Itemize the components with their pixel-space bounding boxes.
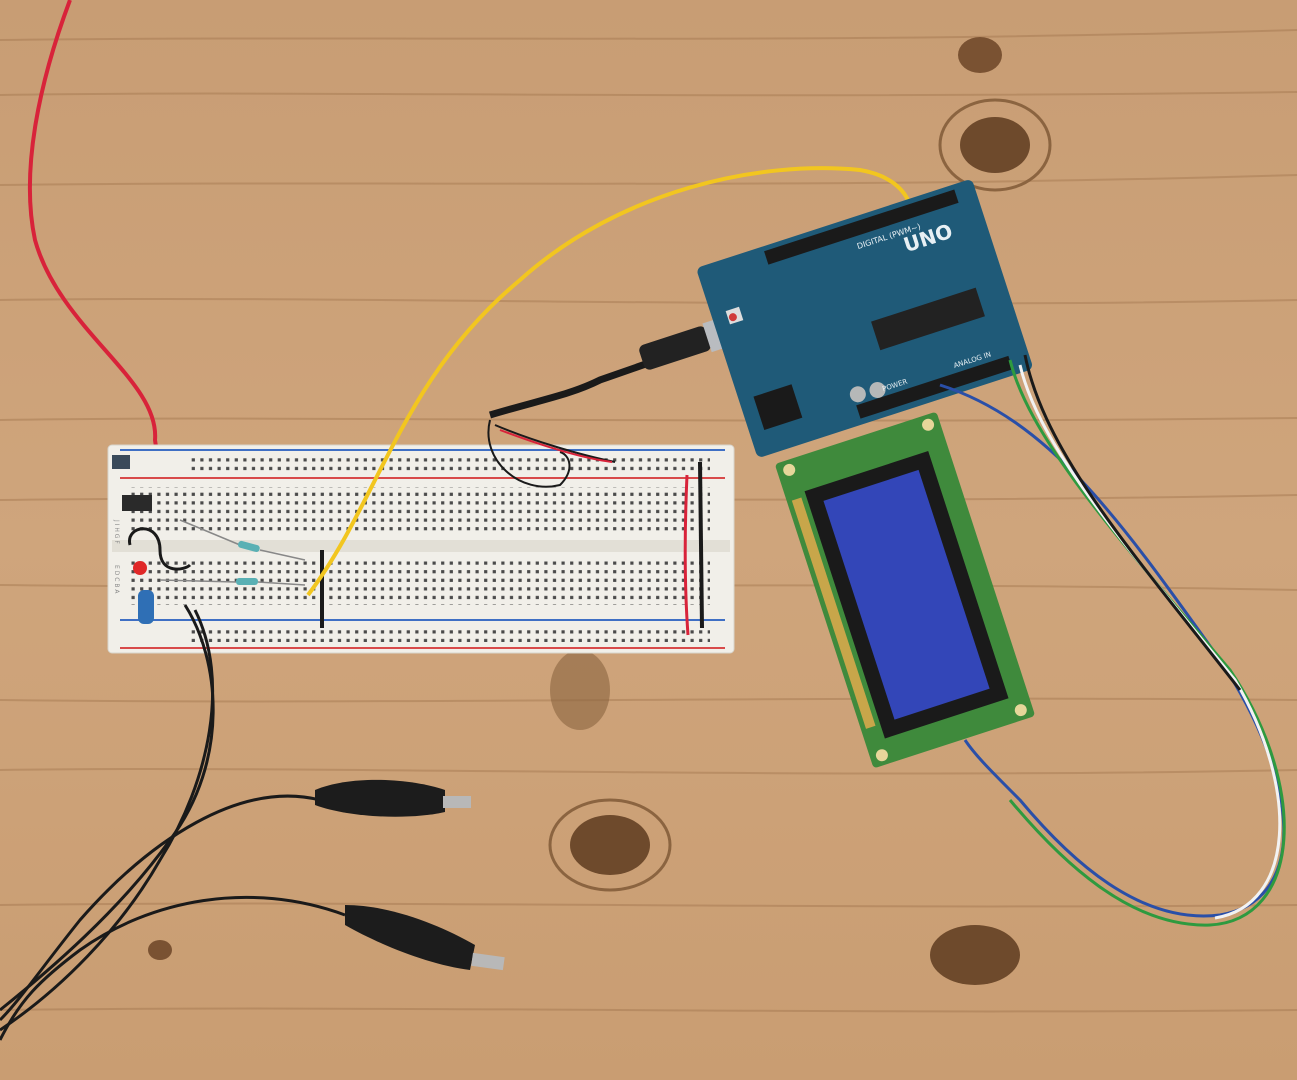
breadboard: J I H G F E D C B A <box>107 444 735 654</box>
row-letters-top: J I H G F <box>113 519 120 544</box>
alligator-clip-1 <box>315 779 471 817</box>
transistor <box>112 455 130 469</box>
alligator-leads <box>0 604 346 1041</box>
wood-knots <box>148 37 1052 985</box>
resistor-1 <box>179 519 241 546</box>
yellow-wire <box>306 166 912 597</box>
lcd-ribbon-wires <box>939 354 1286 927</box>
usb-cable <box>488 341 702 419</box>
row-letters-bottom: E D C B A <box>113 565 120 594</box>
capacitor <box>138 590 154 624</box>
jumper-red-black <box>128 527 192 571</box>
ic-chip <box>122 495 152 511</box>
red-led <box>133 561 147 575</box>
jumper-black-2 <box>698 461 704 629</box>
alligator-clip-2 <box>345 905 505 971</box>
red-black-lead <box>487 419 616 488</box>
jumper-red <box>683 474 690 636</box>
lcd-display-module <box>775 412 1035 768</box>
usb-plug <box>639 326 711 370</box>
resistor-2 <box>236 578 258 585</box>
